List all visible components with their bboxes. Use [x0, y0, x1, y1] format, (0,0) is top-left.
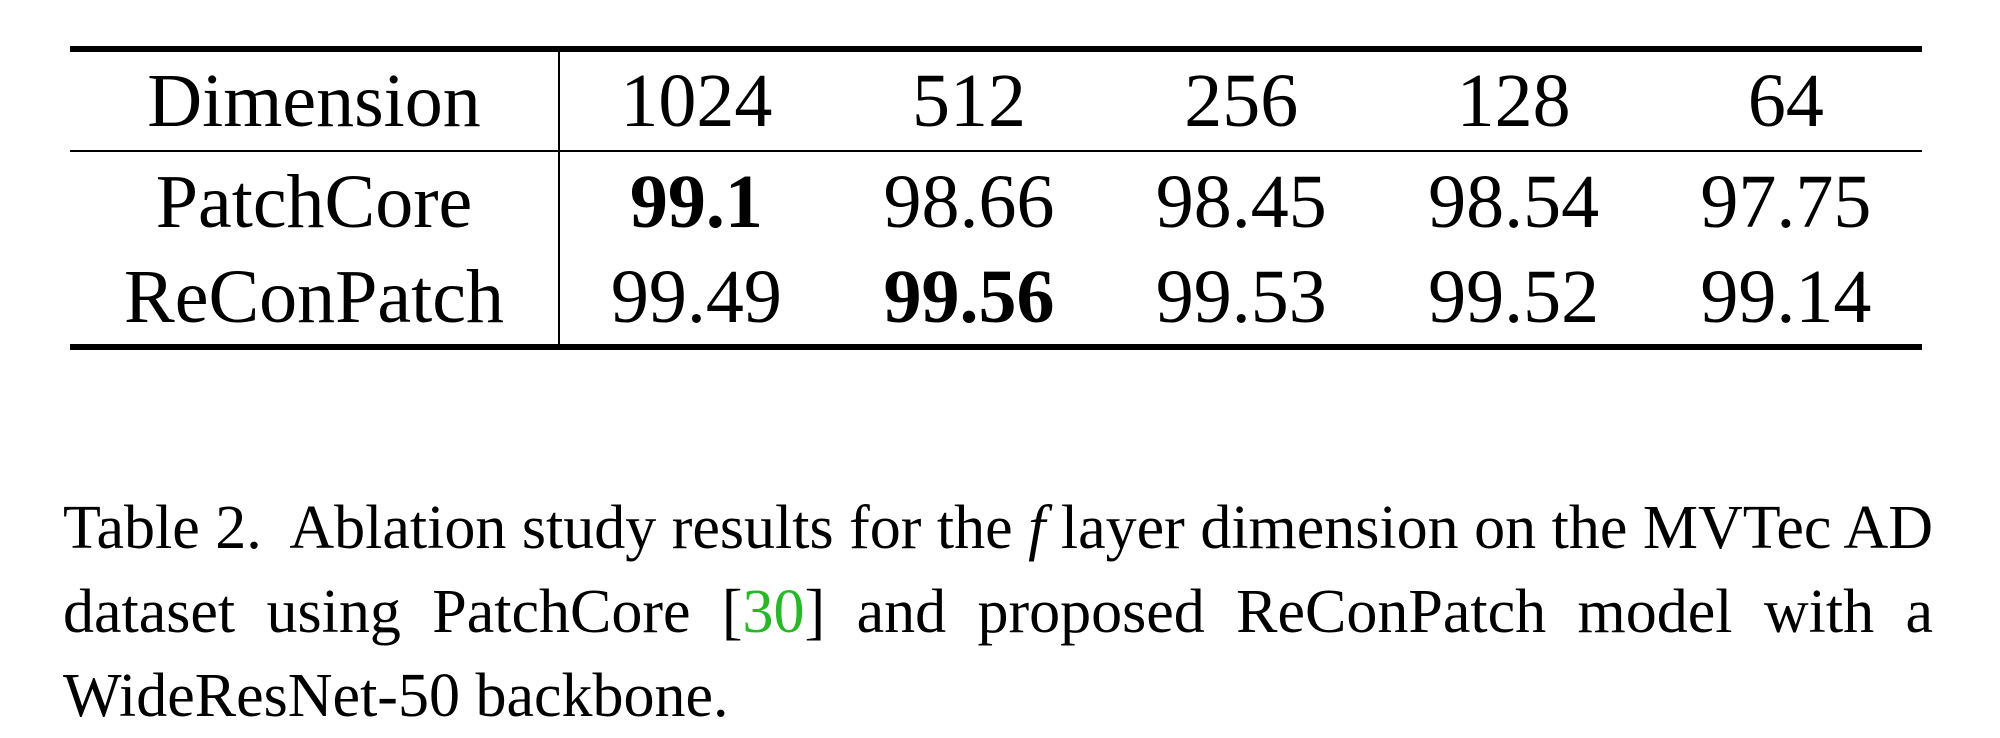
table-header-row: Dimension 1024 512 256 128 64: [70, 49, 1922, 152]
header-dimension-64: 64: [1649, 49, 1922, 152]
ablation-table: Dimension 1024 512 256 128 64 PatchCore …: [70, 46, 1922, 350]
cell-reconpatch-1024: 99.49: [610, 254, 782, 339]
table-caption: Table 2. Ablation study results for the …: [63, 494, 1934, 730]
caption-reference-link[interactable]: 30: [742, 578, 805, 646]
ablation-table-container: Dimension 1024 512 256 128 64 PatchCore …: [70, 46, 1922, 350]
cell-patchcore-128: 98.54: [1428, 159, 1600, 244]
caption-prefix: Table 2.: [63, 494, 262, 562]
cell-reconpatch-256: 99.53: [1155, 254, 1327, 339]
caption-text-before-symbol: Ablation study results for the: [289, 494, 1013, 562]
cell-patchcore-64: 97.75: [1700, 159, 1872, 244]
header-dimension-512: 512: [832, 49, 1106, 152]
cell-patchcore-256: 98.45: [1155, 159, 1327, 244]
cell-reconpatch-512: 99.56: [883, 254, 1055, 339]
header-dimension-128: 128: [1377, 49, 1650, 152]
caption-text-after-symbol: layer dimension on the MVTec AD dataset …: [63, 494, 1934, 646]
row-label-patchcore: PatchCore: [70, 151, 560, 249]
cell-reconpatch-64: 99.14: [1700, 254, 1872, 339]
header-dimension-label: Dimension: [70, 49, 560, 152]
header-dimension-1024: 1024: [559, 49, 833, 152]
row-label-reconpatch: ReConPatch: [70, 249, 560, 347]
header-dimension-256: 256: [1105, 49, 1378, 152]
cell-reconpatch-128: 99.52: [1428, 254, 1600, 339]
table-row-reconpatch: ReConPatch 99.49 99.56 99.53 99.52 99.14: [70, 249, 1922, 347]
caption-symbol-f: f: [1028, 494, 1046, 562]
cell-patchcore-512: 98.66: [883, 159, 1055, 244]
cell-patchcore-1024: 99.1: [629, 159, 763, 244]
table-row-patchcore: PatchCore 99.1 98.66 98.45 98.54 97.75: [70, 151, 1922, 249]
